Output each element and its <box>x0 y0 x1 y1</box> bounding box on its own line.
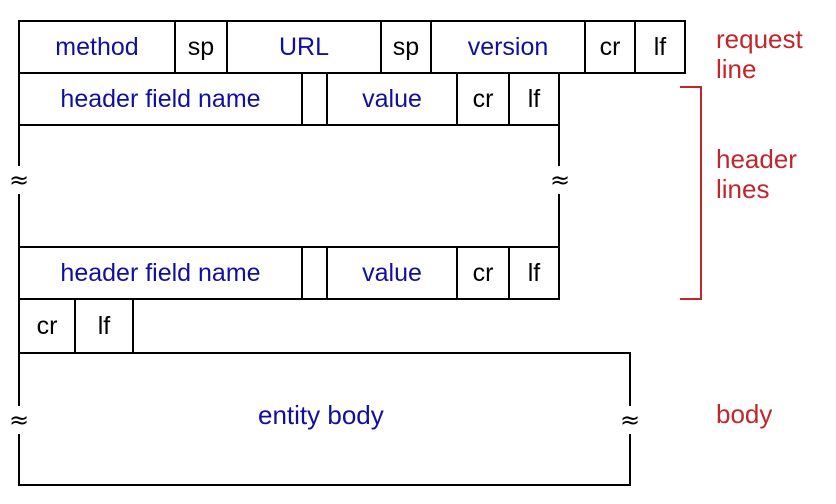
separator-field <box>301 72 328 126</box>
cr-field: cr <box>584 20 636 74</box>
entity-body-block <box>18 352 631 486</box>
header-field-name: header field name <box>18 72 303 126</box>
request-line-label: request line <box>716 24 803 84</box>
header-lines-label: header lines <box>716 144 797 204</box>
lf-field: lf <box>74 298 134 354</box>
url-field: URL <box>226 20 382 74</box>
lf-field: lf <box>508 246 560 300</box>
version-field: version <box>430 20 586 74</box>
header-field-name: header field name <box>18 246 303 300</box>
sp-field: sp <box>380 20 432 74</box>
break-symbol: ≈ <box>9 406 30 434</box>
break-symbol: ≈ <box>620 406 641 434</box>
method-field: method <box>18 20 176 74</box>
lf-field: lf <box>508 72 560 126</box>
sp-field: sp <box>174 20 228 74</box>
cr-field: cr <box>18 298 76 354</box>
body-label: body <box>716 399 773 429</box>
break-symbol: ≈ <box>550 166 571 194</box>
entity-body-text: entity body <box>258 400 384 430</box>
lf-field: lf <box>634 20 686 74</box>
header-value: value <box>326 72 458 126</box>
cr-field: cr <box>456 72 510 126</box>
cr-field: cr <box>456 246 510 300</box>
break-symbol: ≈ <box>9 166 30 194</box>
header-value: value <box>326 246 458 300</box>
separator-field <box>301 246 328 300</box>
header-lines-bracket <box>680 86 702 300</box>
